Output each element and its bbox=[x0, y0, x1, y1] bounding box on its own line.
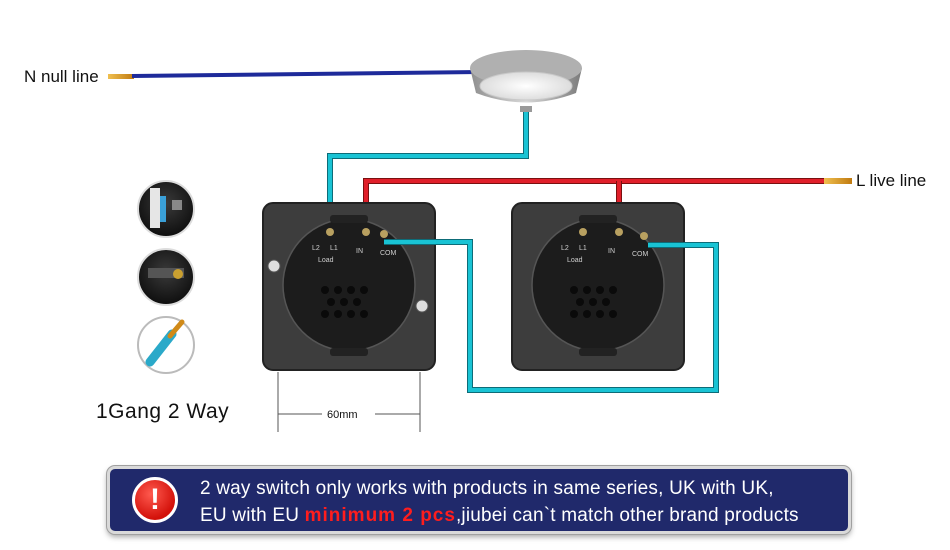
terminal-label-com: COM bbox=[380, 250, 397, 257]
terminal-label-in-right: IN bbox=[608, 248, 615, 255]
terminal-label-l2-right: L2 bbox=[561, 245, 569, 252]
lamp-icon bbox=[470, 50, 582, 112]
step-screw-icon bbox=[137, 180, 195, 238]
live-line-label: L live line bbox=[856, 171, 927, 190]
neutral-wire bbox=[108, 70, 481, 79]
exclamation-icon: ! bbox=[132, 477, 178, 523]
terminal-label-com-right: COM bbox=[632, 251, 649, 258]
step-insert-icon bbox=[137, 248, 195, 306]
traveller-wire bbox=[384, 239, 719, 393]
title-label: 1Gang 2 Way bbox=[96, 400, 230, 423]
dimension-line bbox=[277, 372, 421, 432]
switch-left bbox=[262, 202, 436, 371]
notice-line-2-prefix: EU with EU bbox=[200, 505, 305, 526]
notice-line-2: EU with EU minimum 2 pcs,jiubei can`t ma… bbox=[200, 505, 799, 527]
notice-highlight: minimum 2 pcs bbox=[304, 505, 456, 526]
notice-banner: ! 2 way switch only works with products … bbox=[107, 466, 851, 534]
step-wire-icon bbox=[137, 316, 195, 374]
terminal-label-in: IN bbox=[356, 248, 363, 255]
terminal-label-l1-right: L1 bbox=[579, 245, 587, 252]
dimension-label: 60mm bbox=[327, 409, 358, 421]
switch-right bbox=[511, 202, 685, 371]
notice-line-2-suffix: ,jiubei can`t match other brand products bbox=[455, 505, 799, 526]
terminal-label-l2: L2 bbox=[312, 245, 320, 252]
terminal-label-load: Load bbox=[318, 257, 334, 264]
neutral-line-label: N null line bbox=[24, 67, 99, 86]
notice-line-1: 2 way switch only works with products in… bbox=[200, 478, 774, 499]
lamp-feed-wire bbox=[327, 112, 529, 228]
terminal-label-load-right: Load bbox=[567, 257, 583, 264]
terminal-label-l1: L1 bbox=[330, 245, 338, 252]
